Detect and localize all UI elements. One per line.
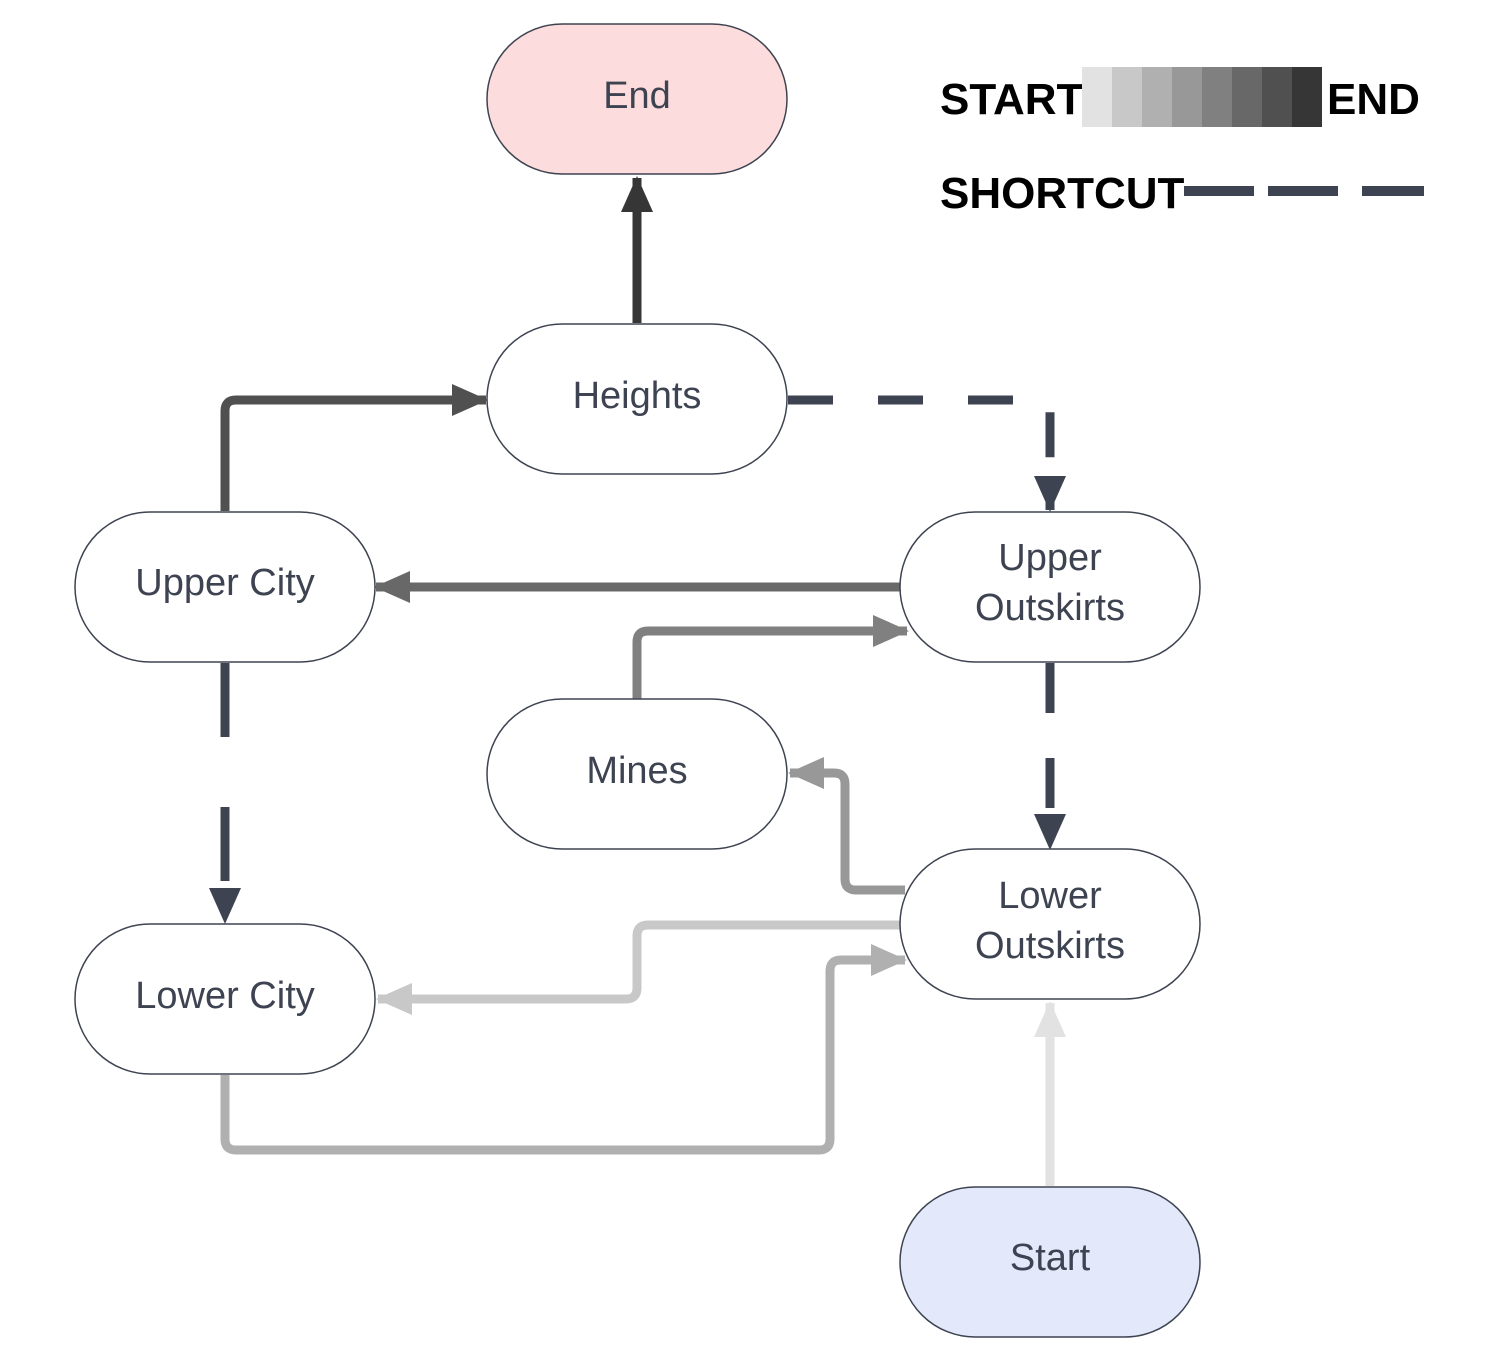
node-upper-city: Upper City (74, 511, 376, 663)
legend-gradient-bar (1082, 67, 1322, 127)
node-lower-outskirts-label-line2: Outskirts (975, 925, 1125, 967)
edges (209, 176, 1066, 1186)
node-start-label: Start (1010, 1237, 1091, 1279)
node-upper-outskirts: Upper Outskirts (899, 511, 1201, 663)
node-lower-outskirts-label-line1: Lower (998, 875, 1102, 917)
node-mines-label: Mines (586, 750, 687, 792)
node-mines-shape (486, 698, 788, 850)
legend-gradient-swatch (1232, 67, 1262, 127)
legend-gradient-swatch (1202, 67, 1232, 127)
node-lower-outskirts-shape (899, 848, 1201, 1000)
node-upper-outskirts-label-line1: Upper (998, 537, 1102, 579)
node-end: End (486, 23, 788, 175)
node-end-label: End (603, 75, 671, 117)
node-start: Start (899, 1186, 1201, 1338)
legend-gradient-swatch (1292, 67, 1322, 127)
edge-upper-city-to-heights (220, 384, 488, 511)
node-lower-outskirts: Lower Outskirts (899, 848, 1201, 1000)
node-end-shape (486, 23, 788, 175)
node-heights: Heights (486, 323, 788, 475)
node-upper-city-label: Upper City (135, 562, 315, 604)
node-lower-city: Lower City (74, 923, 376, 1075)
edge-lower-outskirts-to-lower-city (376, 920, 900, 1015)
legend-shortcut-label: SHORTCUT (940, 169, 1185, 218)
node-lower-city-shape (74, 923, 376, 1075)
legend-gradient-swatch (1172, 67, 1202, 127)
edge-lower-city-to-lower-outskirts (220, 944, 907, 1155)
edge-lower-outskirts-to-mines (788, 757, 905, 895)
legend-end-label: END (1327, 75, 1420, 124)
node-upper-outskirts-label-line2: Outskirts (975, 587, 1125, 629)
node-upper-city-shape (74, 511, 376, 663)
legend-gradient-swatch (1112, 67, 1142, 127)
legend-gradient-swatch (1082, 67, 1112, 127)
node-upper-outskirts-shape (899, 511, 1201, 663)
node-mines: Mines (486, 698, 788, 850)
legend-gradient-swatch (1262, 67, 1292, 127)
node-heights-shape (486, 323, 788, 475)
node-heights-label: Heights (573, 375, 702, 417)
legend-start-label: START (940, 75, 1084, 124)
edge-mines-to-upper-outskirts (632, 615, 909, 699)
node-lower-city-label: Lower City (135, 975, 315, 1017)
legend-gradient-swatch (1142, 67, 1172, 127)
legend: START END SHORTCUT (940, 67, 1424, 218)
node-start-shape (899, 1186, 1201, 1338)
edge-heights-to-upper-outskirts-shortcut (788, 395, 1066, 512)
